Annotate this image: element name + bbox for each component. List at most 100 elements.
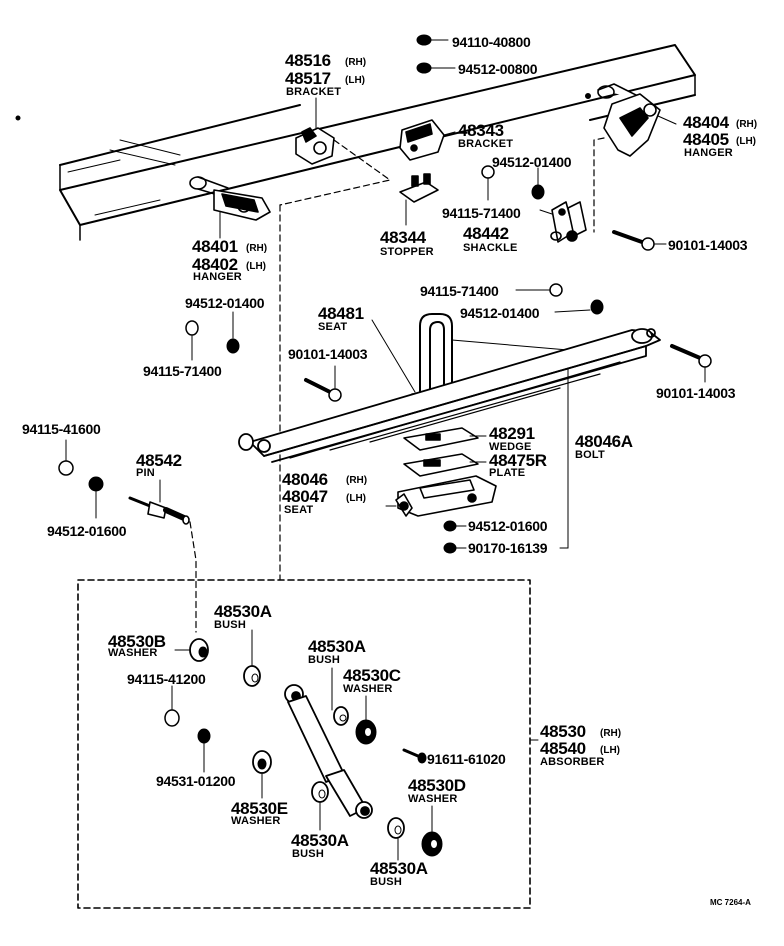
label-48046A: 48046A bbox=[575, 432, 633, 451]
label-90101-14003-a: 90101-14003 bbox=[668, 237, 748, 253]
washer-94512-01600-b bbox=[443, 520, 467, 532]
label-48530E: 48530E bbox=[231, 799, 288, 818]
label-48442: 48442 bbox=[463, 224, 509, 243]
label-94512-00800: 94512-00800 bbox=[458, 61, 538, 77]
label-48291: 48291 bbox=[489, 424, 535, 443]
label-94115-41200: 94115-41200 bbox=[127, 671, 206, 687]
drawing-ref: MC 7264-A bbox=[710, 898, 751, 907]
label-48530-side: (RH) bbox=[600, 728, 622, 739]
label-48542: 48542 bbox=[136, 451, 182, 470]
label-48475R-name: PLATE bbox=[489, 467, 526, 479]
label-48401: 48401 bbox=[192, 237, 238, 256]
label-94512-01600-a: 94512-01600 bbox=[47, 523, 127, 539]
label-48401-side: (RH) bbox=[246, 243, 268, 254]
label-48402-side: (LH) bbox=[246, 261, 266, 272]
washer-94512-00800 bbox=[416, 62, 456, 74]
label-48530C-name: WASHER bbox=[343, 683, 393, 695]
label-48047: 48047 bbox=[282, 487, 328, 506]
absorber-box bbox=[77, 579, 531, 909]
bush-48530A-a bbox=[243, 629, 261, 687]
label-48404-name: HANGER bbox=[684, 147, 733, 159]
plate-48475R bbox=[403, 453, 487, 477]
label-94115-41600: 94115-41600 bbox=[22, 421, 101, 437]
label-48542-name: PIN bbox=[136, 467, 155, 479]
nut-94110-40800 bbox=[416, 34, 449, 46]
label-48540: 48540 bbox=[540, 739, 586, 758]
bush-48530A-c bbox=[311, 781, 329, 831]
label-48530C: 48530C bbox=[343, 666, 401, 685]
label-48402: 48402 bbox=[192, 255, 238, 274]
nut-94115-71400-top bbox=[481, 165, 495, 201]
label-48401-name: HANGER bbox=[193, 271, 242, 283]
label-48530B: 48530B bbox=[108, 632, 166, 651]
label-48343-name: BRACKET bbox=[458, 138, 514, 150]
label-48530B-name: WASHER bbox=[108, 647, 158, 659]
wedge-48291 bbox=[403, 427, 487, 451]
label-94115-71400-a: 94115-71400 bbox=[442, 205, 521, 221]
washer-48530C bbox=[355, 695, 377, 745]
nut-94512-01400-top bbox=[531, 167, 545, 200]
label-48343: 48343 bbox=[458, 121, 504, 140]
label-48530A-b: 48530A bbox=[308, 637, 366, 656]
label-48530A-a: 48530A bbox=[214, 602, 272, 621]
label-48516: 48516 bbox=[285, 51, 331, 70]
label-48530D-name: WASHER bbox=[408, 793, 458, 805]
label-48530E-name: WASHER bbox=[231, 815, 281, 827]
label-48481: 48481 bbox=[318, 304, 364, 323]
label-48475R: 48475R bbox=[489, 451, 547, 470]
label-48530A-c: 48530A bbox=[291, 831, 349, 850]
hanger-48404 bbox=[593, 83, 677, 233]
label-48530A-c-name: BUSH bbox=[292, 848, 324, 860]
label-48516-name: BRACKET bbox=[286, 86, 342, 98]
bush-48530A-b bbox=[331, 667, 349, 726]
label-48046A-name: BOLT bbox=[575, 449, 605, 461]
bush-48530A-d bbox=[387, 817, 405, 861]
label-48530A-b-name: BUSH bbox=[308, 654, 340, 666]
nut-90170-16139 bbox=[443, 542, 467, 554]
label-48530A-d: 48530A bbox=[370, 859, 428, 878]
label-94115-71400-b: 94115-71400 bbox=[143, 363, 222, 379]
label-48481-name: SEAT bbox=[318, 321, 348, 333]
label-90170-16139: 90170-16139 bbox=[468, 540, 548, 556]
label-94512-01400-a: 94512-01400 bbox=[492, 154, 572, 170]
label-90101-14003-b: 90101-14003 bbox=[288, 346, 368, 362]
label-48046-side: (RH) bbox=[346, 475, 368, 486]
bolt-90101-14003-a bbox=[612, 230, 667, 251]
bolt-90101-14003-c bbox=[670, 344, 712, 383]
label-94115-71400-c: 94115-71400 bbox=[420, 283, 499, 299]
seat-48046 bbox=[385, 475, 497, 517]
label-48046: 48046 bbox=[282, 470, 328, 489]
nut-94115-41600 bbox=[58, 439, 74, 476]
stopper-48344 bbox=[399, 173, 439, 226]
pin-48542 bbox=[128, 479, 197, 633]
label-48530: 48530 bbox=[540, 722, 586, 741]
label-48291-name: WEDGE bbox=[489, 441, 532, 453]
label-48442-name: SHACKLE bbox=[463, 242, 518, 254]
label-91611-61020: 91611-61020 bbox=[427, 751, 506, 767]
label-94512-01400-b: 94512-01400 bbox=[185, 295, 265, 311]
label-90101-14003-c: 90101-14003 bbox=[656, 385, 736, 401]
label-48344: 48344 bbox=[380, 228, 426, 247]
label-48405-side: (LH) bbox=[736, 136, 756, 147]
label-48530A-a-name: BUSH bbox=[214, 619, 246, 631]
label-48404-side: (RH) bbox=[736, 119, 758, 130]
washer-94512-01400-left bbox=[226, 311, 240, 354]
label-94531-01200: 94531-01200 bbox=[156, 773, 236, 789]
washer-94531-01200 bbox=[197, 728, 211, 773]
label-48046-name: SEAT bbox=[284, 504, 314, 516]
washer-48530B bbox=[174, 638, 209, 662]
washer-48530D bbox=[421, 805, 443, 857]
label-48530D: 48530D bbox=[408, 776, 466, 795]
absorber-48530 bbox=[284, 684, 373, 819]
label-48530A-d-name: BUSH bbox=[370, 876, 402, 888]
hanger-48401 bbox=[189, 176, 281, 581]
label-48047-side: (LH) bbox=[346, 493, 366, 504]
bracket-48516 bbox=[279, 97, 391, 206]
nut-94115-71400-right bbox=[515, 283, 563, 297]
label-48344-name: STOPPER bbox=[380, 246, 434, 258]
label-94110-40800: 94110-40800 bbox=[452, 34, 531, 50]
label-48405: 48405 bbox=[683, 130, 729, 149]
nut-94115-71400-left bbox=[185, 320, 199, 361]
